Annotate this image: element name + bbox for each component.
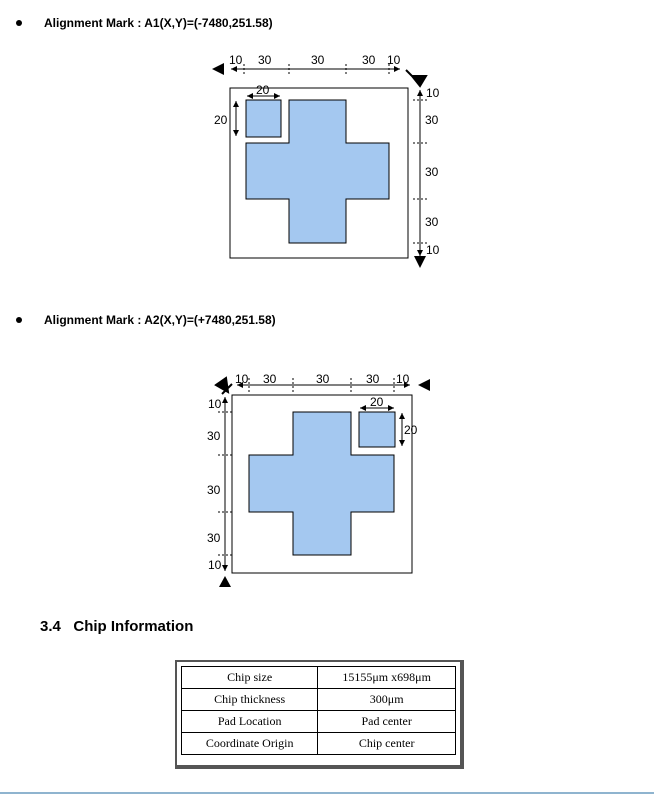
section-title: Chip Information xyxy=(73,618,194,635)
pad-location-label: Pad Location xyxy=(180,710,319,733)
section-heading: 3.4 Chip Information xyxy=(40,618,193,635)
table-row: Coordinate Origin Chip center xyxy=(180,732,456,755)
a2-dim-v-30-2: 30 xyxy=(207,483,221,497)
a2-dim-v-30-3: 30 xyxy=(207,531,221,545)
a2-corner-arrow-icon xyxy=(214,376,233,395)
pad-location-value: Pad center xyxy=(317,710,456,733)
section-number: 3.4 xyxy=(40,618,61,635)
a2-dim-h-10-right: 10 xyxy=(396,372,410,386)
a1-dim-v-30-2: 30 xyxy=(425,165,439,179)
bullet-icon xyxy=(16,317,22,323)
a2-small-square xyxy=(358,411,396,448)
alignment-mark-a1-title: Alignment Mark : A1(X,Y)=(-7480,251.58) xyxy=(44,16,273,30)
a1-square-height-label: 20 xyxy=(214,113,228,127)
a2-dim-h-30-3: 30 xyxy=(366,372,380,386)
table-row: Chip size 15155μm x698μm xyxy=(180,666,456,689)
a2-dim-h-30-2: 30 xyxy=(316,372,330,386)
coordinate-origin-label: Coordinate Origin xyxy=(180,732,319,755)
a1-dim-v-10-bottom: 10 xyxy=(426,243,440,257)
a1-dim-v-30-3: 30 xyxy=(425,215,439,229)
chip-thickness-value: 300μm xyxy=(317,688,456,711)
a2-bottom-arrow-icon xyxy=(219,576,231,587)
a2-dim-h-30-1: 30 xyxy=(263,372,277,386)
chip-size-label: Chip size xyxy=(180,666,319,689)
table-row: Chip thickness 300μm xyxy=(180,688,456,711)
chip-info-table: Chip size 15155μm x698μm Chip thickness … xyxy=(180,666,456,755)
a1-corner-arrow-icon xyxy=(405,69,428,88)
bullet-icon xyxy=(16,20,22,26)
a2-square-height-label: 20 xyxy=(404,423,418,437)
a2-dim-v-10-bottom: 10 xyxy=(208,558,222,572)
chip-size-value: 15155μm x698μm xyxy=(317,666,456,689)
a1-cross xyxy=(245,99,390,244)
chip-info-table-frame: Chip size 15155μm x698μm Chip thickness … xyxy=(175,660,464,769)
table-row: Pad Location Pad center xyxy=(180,710,456,733)
a2-right-arrow-icon xyxy=(418,379,430,391)
a1-left-arrow-icon xyxy=(212,63,224,75)
a2-dim-h-10-left: 10 xyxy=(235,372,249,386)
a1-dim-v-10-top: 10 xyxy=(426,86,440,100)
a1-square-width-label: 20 xyxy=(256,83,270,97)
a1-dim-h-30-1: 30 xyxy=(258,53,272,67)
a2-square-width-label: 20 xyxy=(370,395,384,409)
a2-cross xyxy=(248,411,395,556)
coordinate-origin-value: Chip center xyxy=(317,732,456,755)
alignment-mark-a2-title: Alignment Mark : A2(X,Y)=(+7480,251.58) xyxy=(44,313,276,327)
a1-dim-h-10-left: 10 xyxy=(229,53,243,67)
a1-small-square xyxy=(245,99,282,138)
footer-rule xyxy=(0,792,654,794)
a1-bottom-arrow-icon xyxy=(414,256,426,268)
a1-dim-h-10-right: 10 xyxy=(387,53,401,67)
a1-dim-h-30-3: 30 xyxy=(362,53,376,67)
a2-dim-v-30-1: 30 xyxy=(207,429,221,443)
a2-dim-v-10-top: 10 xyxy=(208,397,222,411)
chip-thickness-label: Chip thickness xyxy=(180,688,319,711)
a1-dim-h-30-2: 30 xyxy=(311,53,325,67)
a1-dim-v-30-1: 30 xyxy=(425,113,439,127)
